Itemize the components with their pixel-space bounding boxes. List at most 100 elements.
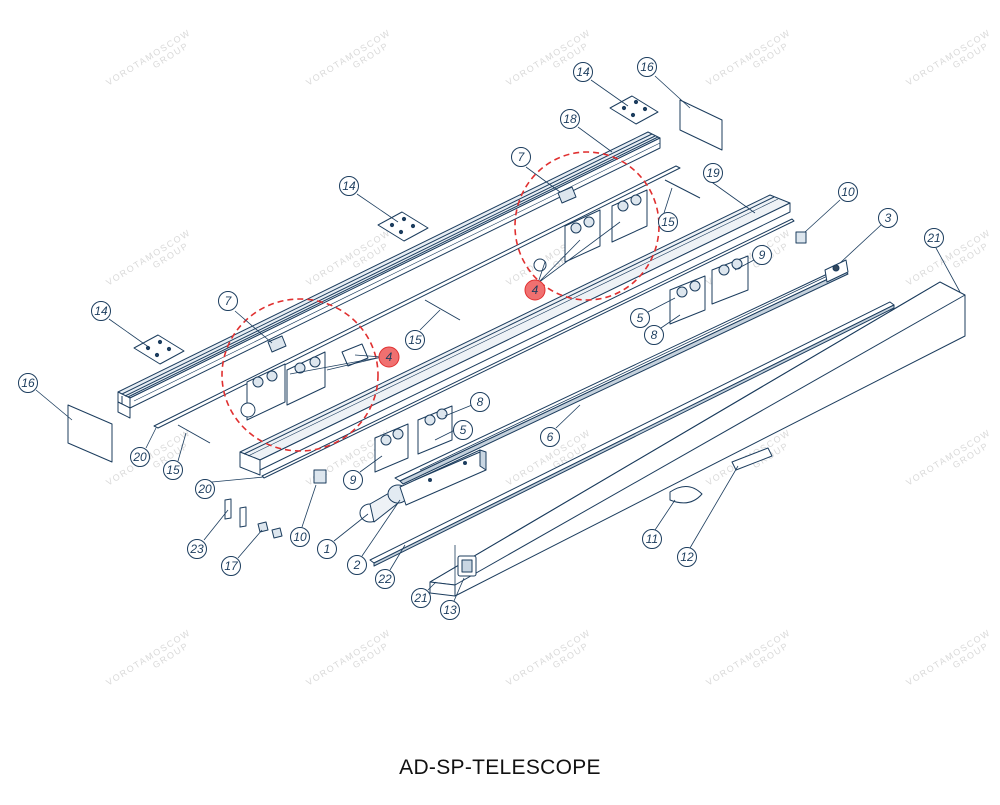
- callout-15: 15: [163, 460, 183, 480]
- callout-number: 8: [477, 395, 484, 409]
- callout-6: 6: [540, 427, 560, 447]
- callout-circle: [405, 330, 425, 350]
- callout-number: 16: [640, 60, 654, 74]
- callout-circle: [440, 600, 460, 620]
- callout-circle: [317, 539, 337, 559]
- callout-9: 9: [343, 470, 363, 490]
- bracket-14-top: [609, 95, 659, 125]
- callout-circle: [630, 308, 650, 328]
- watermark-text: VOROTAMOSCOW: [704, 627, 792, 687]
- pulley-unit-3: [824, 259, 849, 283]
- callout-number: 20: [197, 482, 212, 496]
- callout-14: 14: [91, 301, 111, 321]
- callout-number: 6: [547, 430, 554, 444]
- callout-19: 19: [703, 163, 723, 183]
- callout-number: 7: [518, 150, 526, 164]
- callout-circle: [221, 556, 241, 576]
- callout-number: 17: [224, 559, 239, 573]
- watermark-text: VOROTAMOSCOW: [304, 27, 392, 87]
- display-panel-13: [457, 555, 477, 577]
- callout-3: 3: [878, 208, 898, 228]
- highlight-callout-layer: 44: [378, 279, 546, 368]
- callout-circle: [470, 392, 490, 412]
- main-profile-19: [239, 194, 791, 476]
- callout-1: 1: [317, 539, 337, 559]
- highlight-number: 4: [386, 350, 393, 364]
- callout-circle: [703, 163, 723, 183]
- callout-18: 18: [560, 109, 580, 129]
- callout-circle: [560, 109, 580, 129]
- rod-15: [177, 179, 701, 444]
- callout-number: 9: [759, 248, 766, 262]
- callout-number: 11: [646, 532, 658, 546]
- callout-circle: [658, 212, 678, 232]
- callout-number: 2: [353, 558, 361, 572]
- callout-16: 16: [637, 57, 657, 77]
- bracket-17: [257, 521, 283, 539]
- callout-5: 5: [630, 308, 650, 328]
- callout-number: 12: [680, 550, 694, 564]
- callout-circle: [195, 479, 215, 499]
- watermark-text: VOROTAMOSCOW: [904, 627, 992, 687]
- callout-circle: [18, 373, 38, 393]
- cover-21: [429, 281, 966, 597]
- highlight-circle: [378, 346, 400, 368]
- carriage-left-4: [240, 343, 369, 421]
- callout-8: 8: [470, 392, 490, 412]
- clip-10: [313, 231, 807, 484]
- callout-number: 15: [661, 215, 675, 229]
- carriage-5-8-9-center: [374, 405, 453, 473]
- leader-lines: [35, 75, 961, 602]
- callout-number: 13: [443, 603, 457, 617]
- callout-10: 10: [290, 527, 310, 547]
- end-plate-16-left: [67, 404, 113, 463]
- callout-number: 19: [706, 166, 720, 180]
- callout-number: 8: [651, 328, 658, 342]
- watermark-text: VOROTAMOSCOW: [904, 227, 992, 287]
- callout-16: 16: [18, 373, 38, 393]
- highlight-number: 4: [532, 283, 539, 297]
- parts-layer: [67, 95, 966, 597]
- callout-21: 21: [411, 588, 431, 608]
- callout-8: 8: [644, 325, 664, 345]
- watermark-text: VOROTAMOSCOW: [904, 27, 992, 87]
- callout-number: 7: [225, 294, 233, 308]
- callout-number: 3: [885, 211, 892, 225]
- callout-circle: [290, 527, 310, 547]
- callout-circle: [375, 569, 395, 589]
- callout-15: 15: [658, 212, 678, 232]
- end-plate-16-top: [679, 99, 723, 151]
- callout-number: 9: [350, 473, 357, 487]
- callout-14: 14: [339, 176, 359, 196]
- highlight-ring-left: [221, 298, 379, 452]
- callout-circle: [453, 420, 473, 440]
- callout-number: 10: [841, 185, 855, 199]
- callout-circle: [339, 176, 359, 196]
- highlight-circle: [524, 279, 546, 301]
- callout-circle: [677, 547, 697, 567]
- callout-circle: [411, 588, 431, 608]
- callout-12: 12: [677, 547, 697, 567]
- callout-number: 14: [342, 179, 356, 193]
- sensor-12: [731, 447, 773, 471]
- callout-number: 1: [324, 542, 331, 556]
- callout-circle: [218, 291, 238, 311]
- bracket-14-mid: [377, 211, 429, 242]
- callout-circle: [573, 62, 593, 82]
- callout-circle: [91, 301, 111, 321]
- callout-2: 2: [347, 555, 367, 575]
- diagram-title: AD-SP-TELESCOPE: [399, 756, 601, 779]
- callout-17: 17: [221, 556, 241, 576]
- callout-22: 22: [375, 569, 395, 589]
- callout-7: 7: [218, 291, 238, 311]
- callout-circle: [187, 539, 207, 559]
- bracket-23: [224, 498, 247, 528]
